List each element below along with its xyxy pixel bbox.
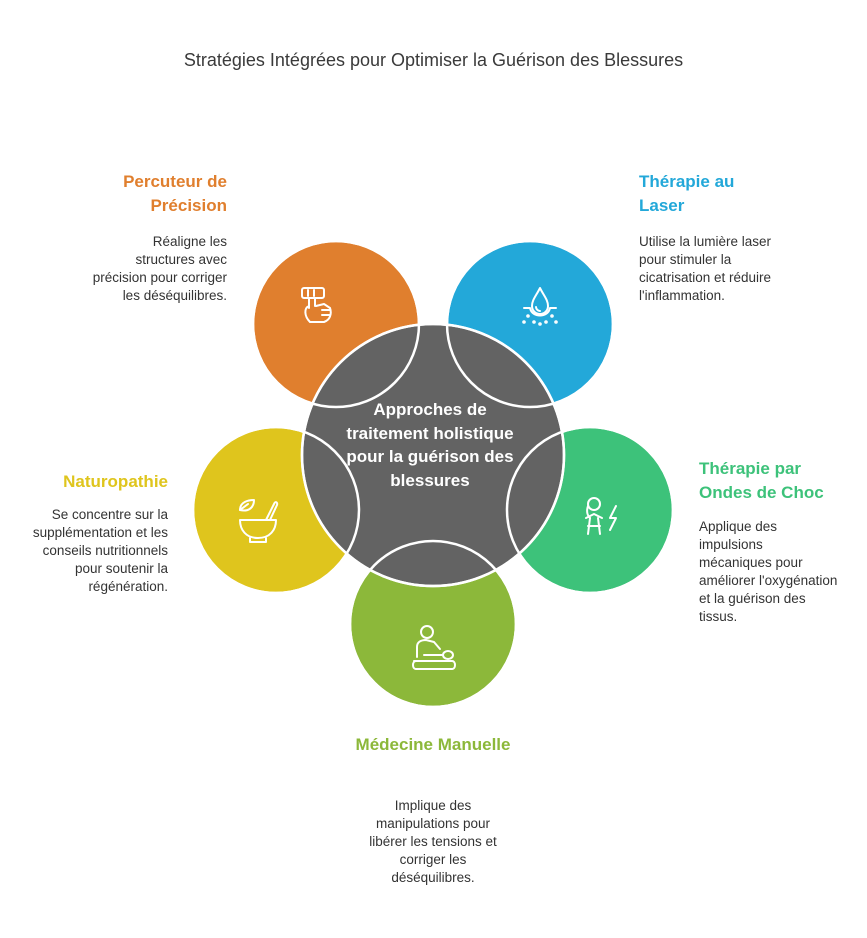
heading-medecine: Médecine Manuelle: [355, 735, 511, 754]
heading-percuteur: Percuteur de Précision: [123, 172, 227, 215]
massage-icon: [412, 625, 456, 670]
heading-laser: Thérapie au Laser: [639, 172, 735, 215]
center-label: Approches de traitement holistique pour …: [346, 400, 514, 490]
handheld-device-icon: [301, 287, 332, 323]
mortar-leaf-icon: [239, 499, 279, 543]
diagram-title: Stratégies Intégrées pour Optimiser la G…: [183, 50, 684, 70]
desc-laser: Utilise la lumière laser pour stimuler l…: [639, 234, 772, 303]
person-lightning-icon: [585, 497, 617, 535]
desc-ondes: Applique des impulsions mécaniques pour …: [699, 519, 838, 624]
desc-medecine: Implique des manipulations pour libérer …: [369, 798, 497, 885]
desc-naturopathie: Se concentre sur la supplémentation et l…: [32, 507, 168, 594]
heading-naturopathie: Naturopathie: [63, 472, 168, 491]
heading-ondes: Thérapie par Ondes de Choc: [699, 459, 824, 502]
desc-percuteur: Réaligne les structures avec précision p…: [92, 234, 227, 303]
skin-drop-icon: [522, 287, 558, 326]
